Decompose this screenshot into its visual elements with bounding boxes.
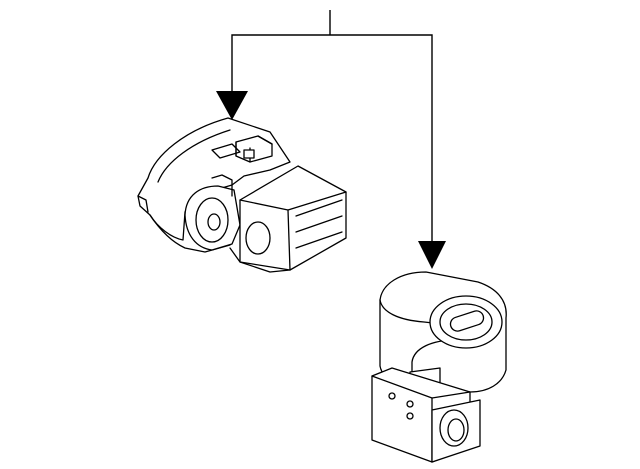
upper-top-ridge [211, 143, 241, 159]
callout-leader [216, 10, 446, 269]
lower-sensor-slot [449, 310, 485, 332]
lower-side-port-inner [447, 418, 465, 442]
lower-head-front-curve [379, 299, 461, 327]
upper-sensor-hub [207, 213, 221, 231]
upper-sensor-assembly [137, 117, 347, 273]
upper-housing-edge [149, 214, 231, 253]
lower-sensor-assembly [371, 271, 507, 463]
upper-base-edge [229, 247, 291, 273]
upper-sensor-clip [211, 174, 233, 197]
upper-connector-front-edge [287, 209, 291, 271]
upper-connector-ribs [295, 199, 343, 249]
arrow-lower-part [418, 241, 446, 269]
lower-side-port [439, 409, 469, 447]
arrow-upper-part [216, 91, 248, 120]
lower-base-hole-2 [406, 400, 414, 408]
leader-branches [231, 34, 433, 245]
lower-base-hole-1 [388, 392, 396, 400]
upper-housing-rim [157, 129, 231, 183]
upper-housing-tab [137, 195, 149, 213]
lower-base-hole-3 [406, 412, 414, 420]
upper-bracket-slot [243, 149, 255, 159]
upper-connector-port [245, 221, 271, 255]
